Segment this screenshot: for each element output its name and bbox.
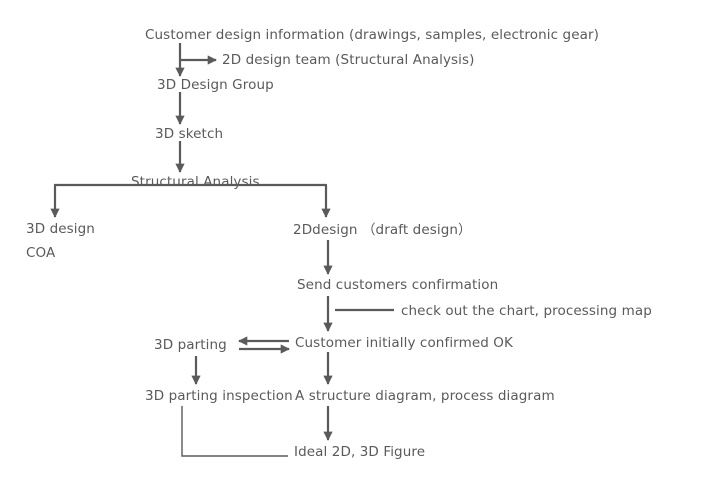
node-ideal-figure: Ideal 2D, 3D Figure: [294, 444, 426, 460]
node-3d-design: 3D design: [26, 221, 95, 237]
node-3d-parting: 3D parting: [154, 337, 227, 353]
node-structural-analysis: Structural Analysis: [131, 174, 260, 190]
line-inspection-to-ideal: [181, 406, 288, 457]
node-2d-design-team: 2D design team (Structural Analysis): [222, 52, 475, 68]
node-send-confirmation: Send customers confirmation: [297, 277, 499, 293]
node-3d-sketch: 3D sketch: [155, 126, 224, 142]
node-3d-design-group: 3D Design Group: [157, 77, 274, 93]
node-coa: COA: [26, 245, 56, 261]
node-check-chart: check out the chart, processing map: [401, 303, 652, 319]
node-2d-design: 2Ddesign （draft design）: [293, 222, 472, 238]
node-customer-info: Customer design information (drawings, s…: [145, 27, 600, 43]
node-initially-confirmed: Customer initially confirmed OK: [295, 335, 513, 351]
node-structure-diagram: A structure diagram, process diagram: [295, 388, 555, 404]
node-3d-parting-inspection: 3D parting inspection: [145, 388, 293, 404]
